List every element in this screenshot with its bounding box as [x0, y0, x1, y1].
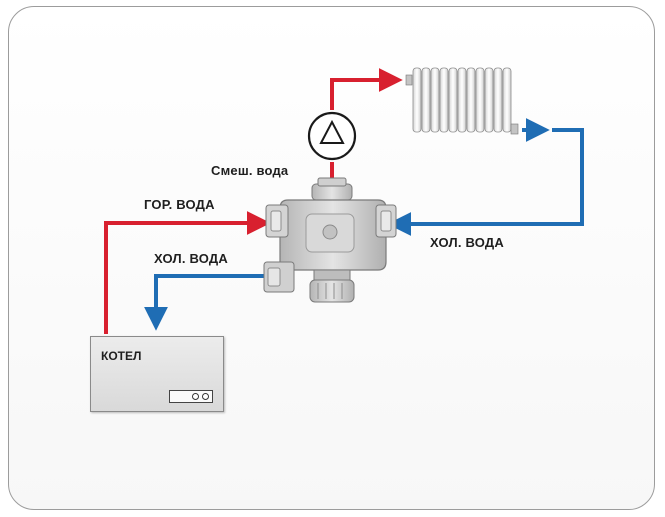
knob-icon	[192, 393, 199, 400]
boiler-icon: КОТЕЛ	[90, 336, 224, 412]
knob-icon	[202, 393, 209, 400]
mixed-water-label: Смеш. вода	[211, 163, 289, 178]
cold-water-to-boiler-pipe	[144, 274, 264, 331]
radiator-icon	[405, 67, 519, 135]
cold-water-left-label: ХОЛ. ВОДА	[154, 251, 228, 266]
cold-return-pipe-to-valve	[387, 128, 584, 236]
boiler-control-panel	[169, 390, 213, 403]
hot-supply-pipe	[104, 211, 271, 334]
boiler-label: КОТЕЛ	[101, 349, 142, 363]
three-way-valve-icon	[263, 177, 397, 303]
hot-water-label: ГОР. ВОДА	[144, 197, 215, 212]
pump-icon	[307, 111, 357, 161]
cold-water-right-label: ХОЛ. ВОДА	[430, 235, 504, 250]
mixed-water-pipe-to-radiator	[330, 68, 403, 110]
